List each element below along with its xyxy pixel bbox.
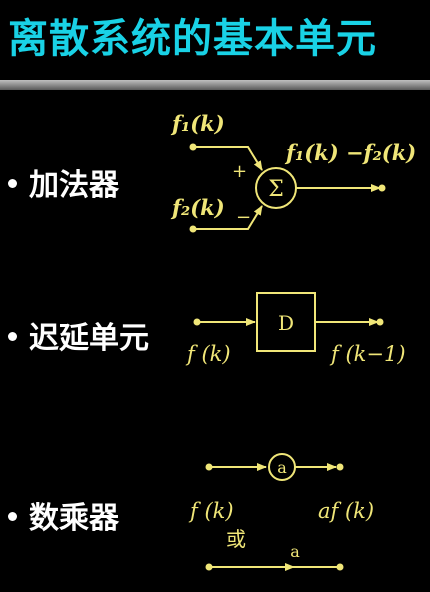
delay-output-label: f (k−1) — [329, 342, 406, 366]
multiplier-output-label: af (k) — [318, 499, 374, 523]
adder-input2-line — [193, 205, 263, 230]
adder-input1-label: f₁(k) — [170, 111, 225, 136]
adder-input1-line — [193, 146, 263, 171]
delay-block-label: D — [278, 311, 294, 335]
delay-output-node — [376, 318, 384, 326]
adder-label: 加法器 — [29, 168, 119, 203]
page-title: 离散系统的基本单元 — [8, 16, 377, 62]
title-bar: 离散系统的基本单元 — [0, 0, 430, 78]
sigma-icon: Σ — [268, 177, 284, 202]
adder-input2-label: f₂(k) — [170, 195, 225, 220]
multiplier-alt-output-node — [336, 563, 344, 571]
delay-label-row: 迟延单元 — [8, 313, 149, 357]
bullet-icon — [8, 512, 17, 521]
adder-output-label: f₁(k) −f₂(k) — [284, 140, 416, 165]
bullet-icon — [8, 332, 17, 341]
multiplier-or-text: 或 — [226, 527, 246, 551]
multiplier-coef: a — [277, 458, 287, 477]
multiplier-label: 数乘器 — [29, 501, 119, 536]
delay-label: 迟延单元 — [29, 321, 149, 356]
adder-plus-sign: + — [232, 161, 247, 182]
delay-diagram: D f (k) f (k−1) — [185, 292, 406, 366]
adder-minus-sign: − — [236, 207, 251, 228]
multiplier-input-label: f (k) — [188, 499, 234, 523]
adder-output-node — [378, 184, 386, 192]
title-divider — [0, 80, 430, 90]
adder-diagram: f₁(k) + f₂(k) − Σ f₁(k) −f₂(k) — [170, 111, 416, 233]
multiplier-output-node — [336, 463, 344, 471]
bullet-icon — [8, 179, 17, 188]
multiplier-diagram: a f (k) af (k) 或 a — [188, 453, 374, 571]
delay-input-label: f (k) — [185, 342, 231, 366]
multiplier-label-row: 数乘器 — [8, 493, 119, 537]
multiplier-alt-coef: a — [290, 542, 300, 561]
adder-label-row: 加法器 — [8, 160, 119, 204]
